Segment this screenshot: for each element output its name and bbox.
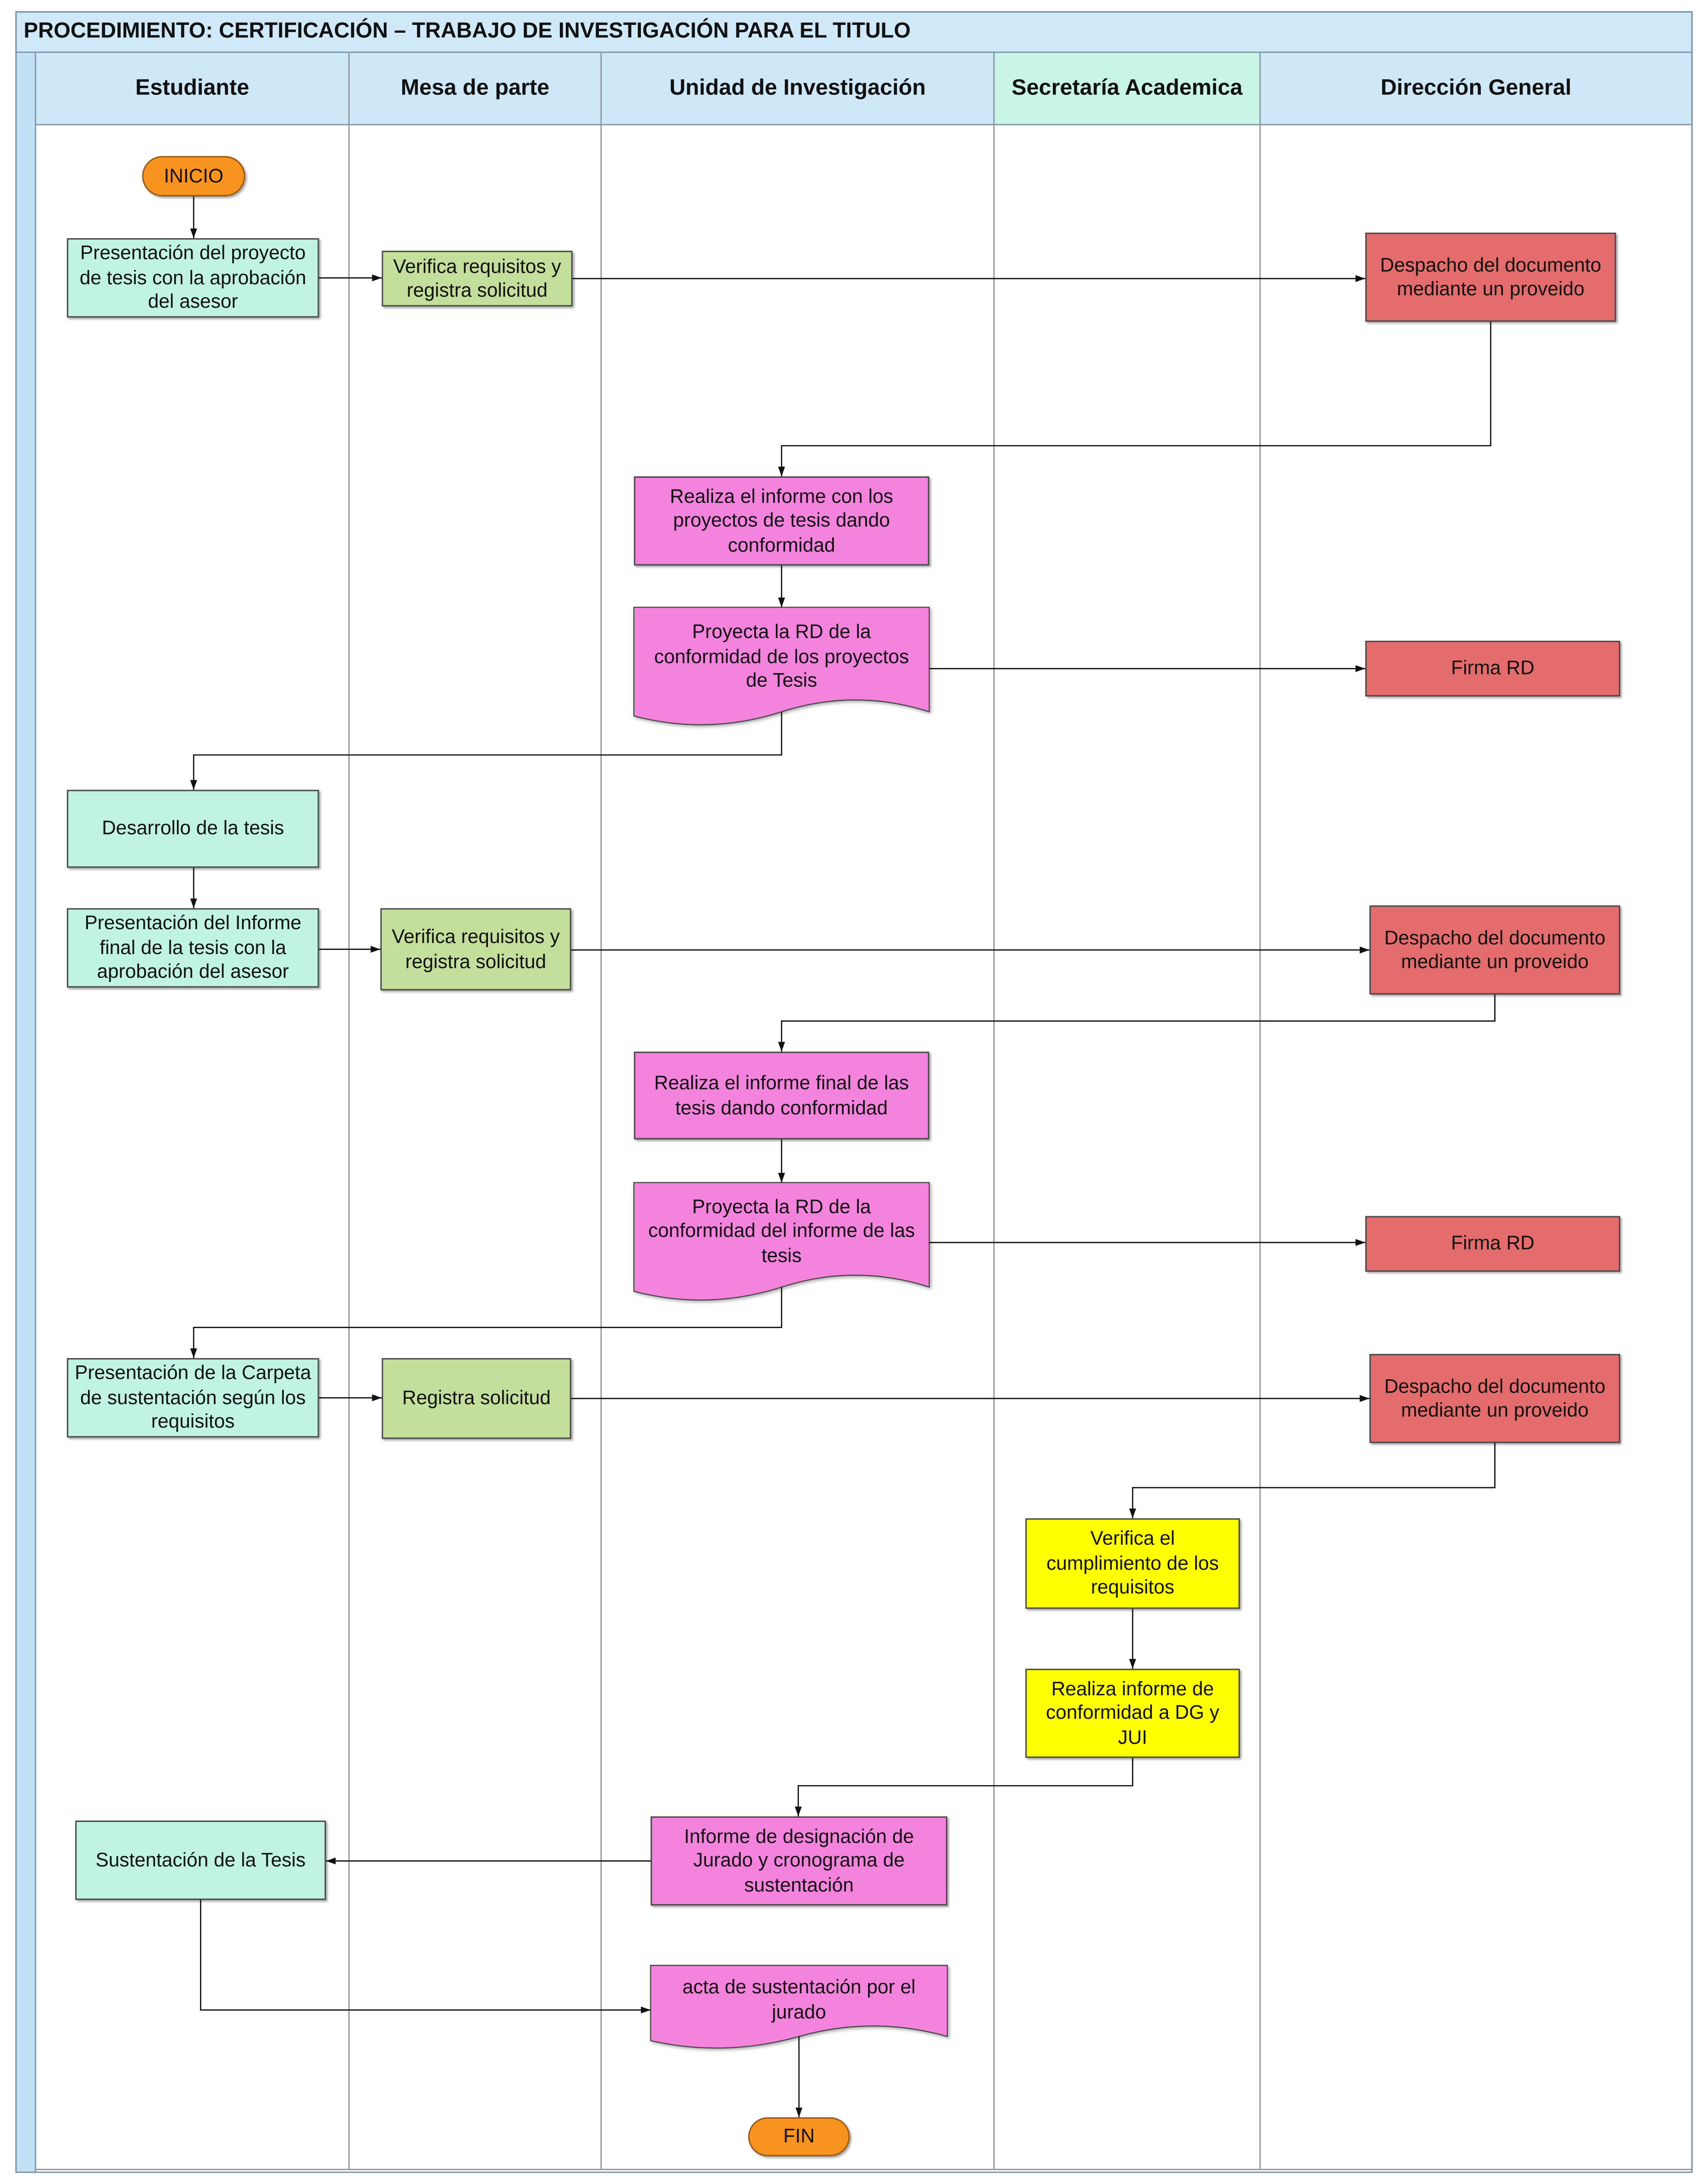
step-label: Firma RD	[1451, 656, 1535, 679]
step-presentacion-informe-final: Presentación del Informe final de la tes…	[67, 908, 319, 988]
step-label: Despacho del documento mediante un prove…	[1380, 252, 1602, 300]
step-label: Verifica el cumplimiento de los requisit…	[1046, 1527, 1219, 1598]
swimlane-mesa-de-parte	[349, 125, 602, 2170]
step-label: Realiza el informe con los proyectos de …	[669, 484, 893, 556]
step-informe-final-tesis: Realiza el informe final de las tesis da…	[634, 1051, 929, 1140]
step-label: Presentación del Informe final de la tes…	[84, 911, 302, 983]
step-label: Realiza el informe final de las tesis da…	[654, 1071, 909, 1118]
step-informe-proyectos-tesis: Realiza el informe con los proyectos de …	[634, 476, 929, 566]
step-presentacion-carpeta-sustentacion: Presentación de la Carpeta de sustentaci…	[67, 1358, 319, 1438]
document-acta-sustentacion: acta de sustentación por el jurado	[651, 1965, 947, 2033]
step-verifica-registra-solicitud-1: Verifica requisitos y registra solicitud	[382, 251, 573, 307]
step-label: Despacho del documento mediante un prove…	[1384, 1374, 1606, 1421]
step-label: Presentación del proyecto de tesis con l…	[79, 241, 306, 313]
step-label: Despacho del documento mediante un prove…	[1384, 925, 1606, 972]
step-informe-designacion-jurado: Informe de designación de Jurado y crono…	[651, 1816, 948, 1906]
step-label: Proyecta la RD de la conformidad de los …	[654, 620, 909, 691]
lane-header-label: Dirección General	[1380, 76, 1572, 100]
step-informe-conformidad-dg-jui: Realiza informe de conformidad a DG y JU…	[1025, 1669, 1240, 1758]
step-label: acta de sustentación por el jurado	[682, 1975, 916, 2022]
step-verifica-registra-solicitud-2: Verifica requisitos y registra solicitud	[380, 908, 571, 990]
diagram-title: PROCEDIMIENTO: CERTIFICACIÓN – TRABAJO D…	[23, 19, 911, 43]
lane-header-direccion-general: Dirección General	[1261, 53, 1693, 126]
diagram-title-bar: PROCEDIMIENTO: CERTIFICACIÓN – TRABAJO D…	[15, 11, 1693, 53]
lane-header-label: Unidad de Investigación	[669, 76, 926, 100]
step-label: Verifica requisitos y registra solicitud	[393, 254, 561, 301]
step-label: Proyecta la RD de la conformidad del inf…	[648, 1195, 915, 1266]
lane-header-mesa-de-parte: Mesa de parte	[349, 53, 602, 126]
document-rd-proyectos-tesis: Proyecta la RD de la conformidad de los …	[634, 607, 929, 706]
step-label: Verifica requisitos y registra solicitud	[392, 925, 560, 972]
lane-header-estudiante: Estudiante	[36, 53, 350, 126]
step-label: Desarrollo de la tesis	[102, 816, 284, 839]
step-label: Presentación de la Carpeta de sustentaci…	[75, 1361, 311, 1433]
lane-header-label: Mesa de parte	[400, 76, 550, 100]
step-label: Firma RD	[1451, 1231, 1535, 1254]
step-label: Informe de designación de Jurado y crono…	[684, 1824, 914, 1896]
step-despacho-proveido-2: Despacho del documento mediante un prove…	[1369, 905, 1620, 995]
start-label: INICIO	[164, 164, 223, 187]
lane-header-unidad-investigacion: Unidad de Investigación	[602, 53, 995, 126]
document-rd-informe-tesis: Proyecta la RD de la conformidad del inf…	[634, 1183, 929, 1280]
step-presentacion-proyecto-tesis: Presentación del proyecto de tesis con l…	[67, 238, 319, 318]
step-label: Sustentación de la Tesis	[95, 1848, 306, 1871]
step-firma-rd-2: Firma RD	[1365, 1216, 1620, 1272]
step-registra-solicitud: Registra solicitud	[382, 1358, 571, 1439]
start-terminator: INICIO	[142, 156, 246, 197]
step-despacho-proveido-3: Despacho del documento mediante un prove…	[1369, 1353, 1620, 1443]
step-label: Registra solicitud	[402, 1386, 551, 1409]
step-firma-rd-1: Firma RD	[1365, 640, 1620, 697]
end-terminator: FIN	[748, 2117, 850, 2156]
pool-side-strip	[15, 53, 36, 2173]
step-verifica-cumplimiento-requisitos: Verifica el cumplimiento de los requisit…	[1025, 1518, 1240, 1609]
step-label: Realiza informe de conformidad a DG y JU…	[1046, 1676, 1220, 1748]
lane-header-label: Estudiante	[135, 76, 249, 100]
lane-header-secretaria-academica: Secretaría Academica	[994, 53, 1261, 126]
step-despacho-proveido-1: Despacho del documento mediante un prove…	[1365, 232, 1616, 322]
document-shape-acta	[650, 1965, 948, 2049]
lane-header-label: Secretaría Academica	[1011, 76, 1243, 100]
end-label: FIN	[783, 2124, 815, 2147]
step-desarrollo-tesis: Desarrollo de la tesis	[67, 790, 319, 868]
step-sustentacion-tesis: Sustentación de la Tesis	[75, 1820, 326, 1900]
